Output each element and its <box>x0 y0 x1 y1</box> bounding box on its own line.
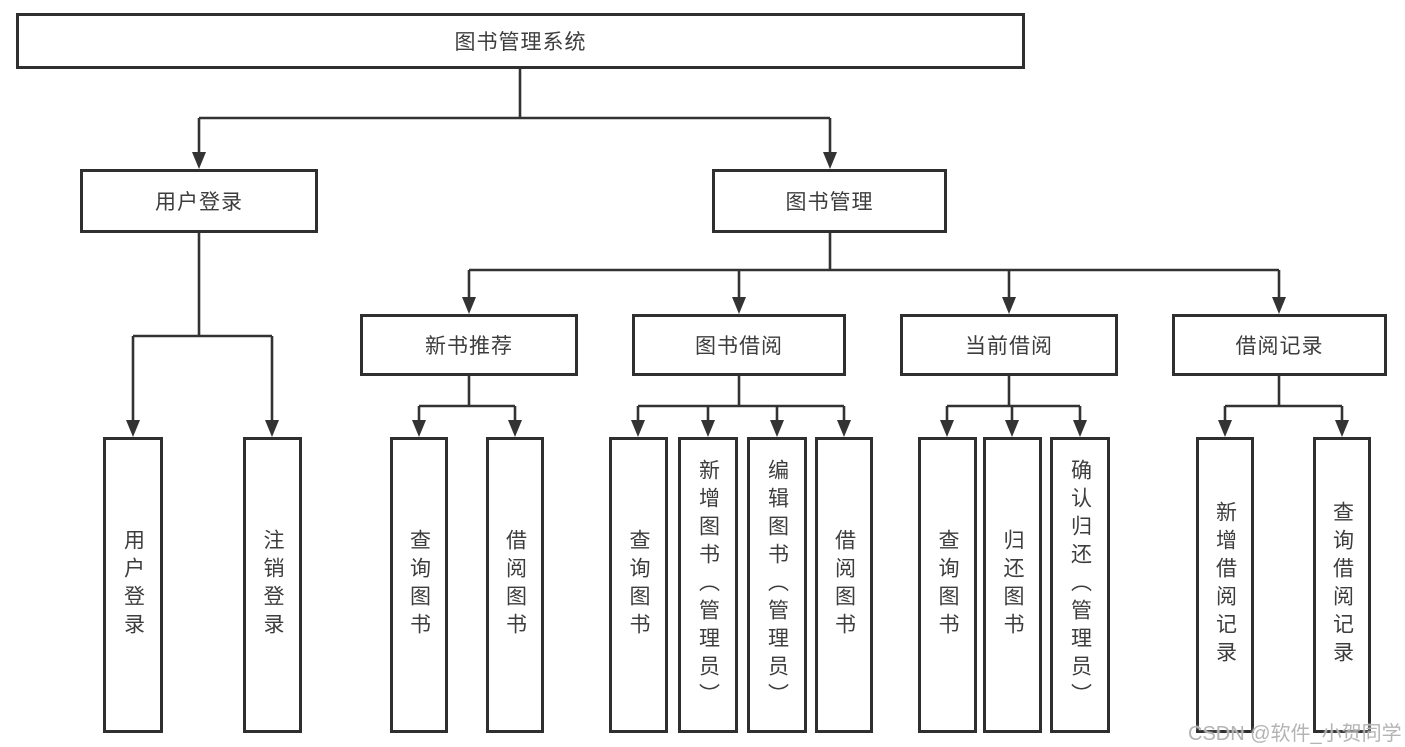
leaf-user-login-label: 用户登录 <box>121 529 145 641</box>
node-root-label: 图书管理系统 <box>454 31 587 54</box>
node-book-mgmt-label: 图书管理 <box>785 191 874 214</box>
connector-book-mgmt-branch <box>462 233 1286 314</box>
csdn-watermark: CSDN @软件_小贺同学 <box>1188 723 1402 745</box>
node-new-book: 新书推荐 <box>360 314 578 376</box>
leaf-borrow-books-label: 借阅图书 <box>832 529 856 641</box>
leaf-return-books-label: 归还图书 <box>1001 529 1024 641</box>
leaf-current-query-books-label: 查询图书 <box>936 529 959 641</box>
node-book-borrow: 图书借阅 <box>632 314 846 376</box>
leaf-borrow-query-books-label: 查询图书 <box>627 529 650 641</box>
leaf-user-login: 用户登录 <box>103 437 163 733</box>
leaf-confirm-return-admin: 确认归还（管理员） <box>1050 437 1110 733</box>
leaf-edit-books-admin: 编辑图书（管理员） <box>747 437 807 733</box>
node-borrow-record: 借阅记录 <box>1172 314 1387 376</box>
leaf-confirm-return-admin-label: 确认归还（管理员） <box>1068 459 1092 711</box>
connector-user-login-branch <box>126 233 279 437</box>
leaf-add-borrow-record-label: 新增借阅记录 <box>1213 501 1237 669</box>
leaf-edit-books-admin-label: 编辑图书（管理员） <box>765 459 789 711</box>
connector-borrow-record-branch <box>1218 376 1349 437</box>
node-current-borrow: 当前借阅 <box>900 314 1118 376</box>
leaf-newbook-query-books: 查询图书 <box>390 437 448 733</box>
leaf-query-borrow-record-label: 查询借阅记录 <box>1330 501 1354 669</box>
node-current-borrow-label: 当前借阅 <box>965 335 1053 358</box>
node-user-login-label: 用户登录 <box>155 191 243 214</box>
connector-current-borrow-branch <box>940 376 1087 437</box>
leaf-newbook-borrow-books: 借阅图书 <box>486 437 544 733</box>
leaf-add-borrow-record: 新增借阅记录 <box>1196 437 1254 733</box>
leaf-borrow-books: 借阅图书 <box>815 437 873 733</box>
leaf-newbook-query-books-label: 查询图书 <box>407 529 431 641</box>
node-new-book-label: 新书推荐 <box>425 335 513 358</box>
connector-new-book-branch <box>412 376 522 437</box>
leaf-borrow-query-books: 查询图书 <box>609 437 668 733</box>
leaf-add-books-admin-label: 新增图书（管理员） <box>696 459 720 711</box>
node-borrow-record-label: 借阅记录 <box>1235 335 1324 358</box>
node-book-mgmt: 图书管理 <box>712 169 947 233</box>
connector-root-branch <box>192 69 837 169</box>
leaf-add-books-admin: 新增图书（管理员） <box>678 437 738 733</box>
leaf-query-borrow-record: 查询借阅记录 <box>1313 437 1371 733</box>
connector-book-borrow-branch <box>631 376 851 437</box>
leaf-logout: 注销登录 <box>243 437 302 733</box>
leaf-logout-label: 注销登录 <box>261 529 284 641</box>
leaf-return-books: 归还图书 <box>983 437 1042 733</box>
leaf-newbook-borrow-books-label: 借阅图书 <box>503 529 527 641</box>
node-user-login: 用户登录 <box>80 169 318 233</box>
node-book-borrow-label: 图书借阅 <box>695 335 783 358</box>
leaf-current-query-books: 查询图书 <box>918 437 977 733</box>
node-root: 图书管理系统 <box>16 13 1025 69</box>
